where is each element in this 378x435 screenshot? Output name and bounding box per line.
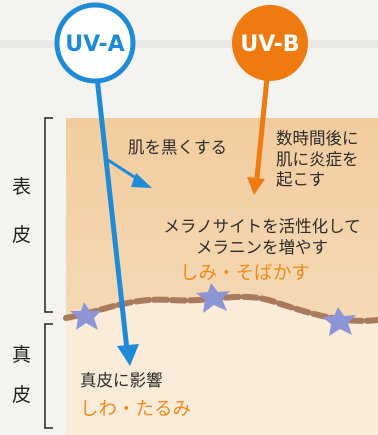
- epidermis-bracket: [44, 117, 53, 313]
- uv-a-badge: UV-A: [54, 2, 136, 84]
- uv-b-label: UV-B: [240, 32, 299, 57]
- note-spots: しみ・そばかす: [180, 263, 310, 284]
- uv-a-arrow-icon: [93, 67, 152, 366]
- note-dermis-effect: 真皮に影響: [80, 371, 163, 390]
- note-darken: 肌を黒くする: [128, 138, 227, 157]
- dermis-char-2: 皮: [12, 384, 32, 406]
- dermis-bracket: [44, 323, 53, 429]
- note-melanocyte: メラノサイトを活性化して メラニンを増やす: [163, 217, 361, 257]
- dermis-layer: [66, 296, 378, 435]
- note-wrinkles: しわ・たるみ: [80, 399, 192, 420]
- epidermis-char-2: 皮: [12, 224, 32, 246]
- uv-b-arrow-icon: [247, 67, 271, 195]
- uv-b-badge: UV-B: [232, 5, 308, 81]
- note-uvb-effect: 数時間後に 肌に炎症を 起こす: [276, 129, 359, 190]
- dermis-char-1: 真: [12, 344, 32, 366]
- melanocyte-star-icon: [70, 302, 101, 330]
- epidermis-char-1: 表: [12, 176, 32, 198]
- melanocyte-star-icon: [196, 283, 230, 313]
- uv-a-label: UV-A: [65, 32, 124, 57]
- melanocyte-star-icon: [322, 307, 356, 336]
